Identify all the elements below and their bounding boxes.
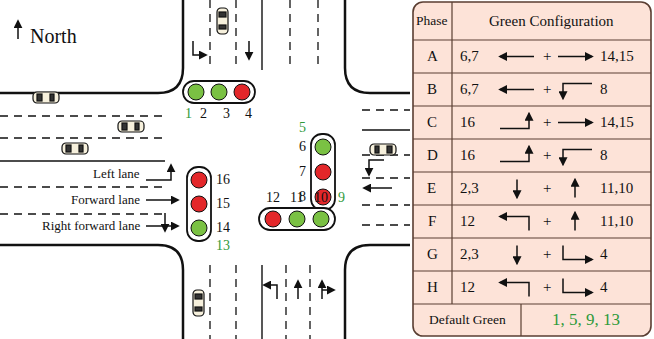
phase-arrow [563, 150, 592, 165]
signal-group: 4 [600, 246, 608, 263]
signal-number: 9 [338, 190, 345, 205]
signal-number: 13 [216, 238, 230, 253]
lane-label: Right forward lane [42, 219, 140, 233]
phase-letter: D [427, 147, 438, 164]
lane-arrow [248, 41, 250, 59]
plus-sign: + [543, 180, 551, 197]
phase-arrow [574, 213, 576, 231]
signal-group: 11,10 [600, 180, 633, 197]
plus-sign: + [543, 114, 551, 131]
signal-number: 5 [299, 120, 306, 135]
lane-arrow [146, 199, 178, 201]
phase-arrow [500, 89, 534, 91]
signal-number: 16 [216, 172, 230, 187]
signal-group: 12 [460, 213, 475, 230]
lane-arrow [193, 41, 206, 55]
signal-number: 4 [245, 106, 252, 121]
signal-group: 8 [600, 147, 608, 164]
signal-number: 14 [216, 220, 230, 235]
phase-arrow [563, 246, 592, 260]
phase-arrow [516, 246, 518, 264]
lane-arrow [297, 281, 299, 299]
signal-number: 6 [299, 139, 306, 154]
signal-number: 1 [185, 106, 192, 121]
phase-arrow [563, 84, 592, 99]
lane-arrow [164, 213, 166, 231]
phase-letter: B [427, 81, 437, 98]
lane-arrow [264, 285, 277, 299]
phase-arrow [500, 56, 534, 58]
signal-group: 6,7 [460, 81, 479, 98]
plus-sign: + [543, 213, 551, 230]
north-arrow [17, 21, 19, 39]
phase-letter: C [427, 114, 437, 131]
plus-sign: + [543, 48, 551, 65]
phase-letter: E [427, 180, 436, 197]
phase-arrow [500, 114, 529, 129]
signal-group: 2,3 [460, 180, 479, 197]
lane-arrow [364, 187, 392, 189]
signal-group: 8 [600, 81, 608, 98]
signal-group: 11,10 [600, 213, 633, 230]
lane-label: Left lane [93, 167, 140, 181]
phase-arrow [574, 180, 576, 198]
phase-arrow [558, 122, 592, 124]
plus-sign: + [543, 279, 551, 296]
lane-arrow [322, 289, 334, 291]
signal-group: 16 [460, 147, 475, 164]
plus-sign: + [543, 81, 551, 98]
signal-number: 7 [299, 164, 306, 179]
signal-number: 10 [314, 190, 328, 205]
signal-number: 12 [266, 190, 280, 205]
signal-group: 16 [460, 114, 475, 131]
table-header: Phase [416, 14, 448, 29]
phase-letter: G [427, 246, 438, 263]
signal-group: 2,3 [460, 246, 479, 263]
plus-sign: + [543, 147, 551, 164]
phase-letter: H [427, 279, 438, 296]
default-signals: 1, 5, 9, 13 [552, 311, 620, 330]
signal-group: 4 [600, 279, 608, 296]
compass-label: North [30, 25, 77, 47]
lane-arrow [146, 165, 171, 180]
phase-letter: F [428, 213, 436, 230]
signal-number: 2 [200, 106, 207, 121]
signal-number: 15 [216, 196, 230, 211]
signal-number: 11 [290, 190, 303, 205]
phase-arrow [500, 147, 529, 162]
table-header: Green Configuration [489, 13, 614, 30]
lane-label: Forward lane [71, 193, 140, 207]
signal-group: 14,15 [600, 48, 634, 65]
phase-arrow [500, 283, 529, 297]
phase-arrow [558, 56, 592, 58]
phase-letter: A [427, 48, 438, 65]
phase-arrow [563, 279, 592, 293]
signal-number: 3 [223, 106, 230, 121]
plus-sign: + [543, 246, 551, 263]
default-label: Default Green [429, 313, 506, 328]
phase-arrow [500, 217, 529, 231]
signal-group: 14,15 [600, 114, 634, 131]
signal-group: 6,7 [460, 48, 479, 65]
phase-arrow [516, 180, 518, 198]
lane-arrow [146, 225, 178, 227]
lane-arrow [369, 160, 384, 175]
signal-group: 12 [460, 279, 475, 296]
